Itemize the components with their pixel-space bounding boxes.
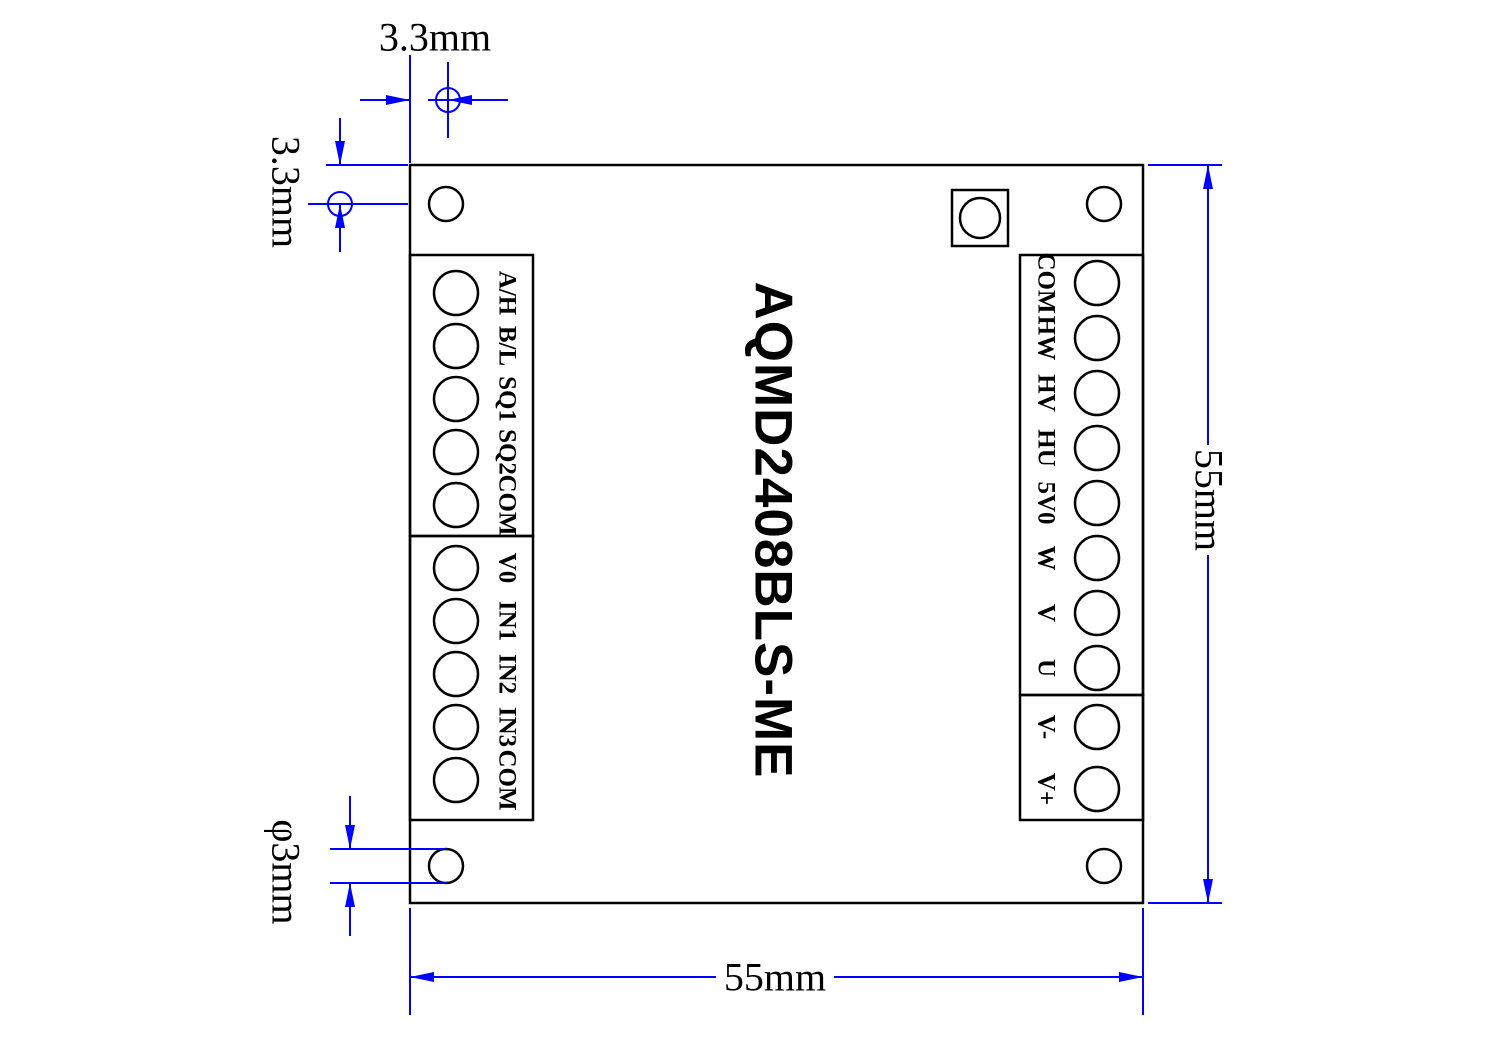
- terminal-hole: [1073, 644, 1121, 692]
- terminal-label: V0: [494, 553, 521, 584]
- terminal-label: 5V0: [1033, 481, 1060, 524]
- terminal-hole: [1073, 765, 1121, 813]
- mounting-hole-bottom-right: [1085, 847, 1123, 885]
- terminal-hole: [1073, 314, 1121, 362]
- arrowhead-up-icon: [335, 204, 345, 228]
- terminal-label: HU: [1033, 429, 1060, 467]
- terminal-label: HV: [1033, 374, 1060, 412]
- terminal-label: B/L: [494, 326, 521, 366]
- arrowhead-up-icon: [345, 883, 355, 907]
- dimension-layer: [308, 55, 1222, 1015]
- arrowhead-up-icon: [1203, 165, 1213, 189]
- terminal-hole: [1073, 703, 1121, 751]
- terminal-hole: [432, 322, 480, 370]
- terminal-hole: [432, 703, 480, 751]
- dimension-texts: 3.3mm 3.3mm φ3mm 55mm 55mm: [264, 15, 1232, 1000]
- terminal-label: HW: [1033, 316, 1060, 360]
- mounting-hole-top-left: [427, 185, 465, 223]
- arrowhead-down-icon: [335, 141, 345, 165]
- dim-board-width: 55mm: [724, 955, 826, 1000]
- terminal-block-left-lower: [408, 534, 535, 822]
- terminal-hole: [432, 428, 480, 476]
- terminal-block-right-lower: [1018, 693, 1145, 822]
- terminal-label: SQ2: [494, 429, 521, 475]
- terminal-hole: [1073, 424, 1121, 472]
- board-layer: [408, 163, 1145, 905]
- terminal-label: IN2: [494, 654, 521, 694]
- button-cap: [958, 196, 1002, 240]
- terminal-label: V+: [1033, 773, 1060, 805]
- terminal-label: COM: [494, 749, 521, 810]
- arrowhead-right-icon: [386, 95, 410, 105]
- terminal-label: V: [1033, 604, 1060, 622]
- terminal-hole: [1073, 589, 1121, 637]
- mounting-hole-top-right: [1085, 185, 1123, 223]
- terminal-hole: [1073, 259, 1121, 307]
- terminal-label: W: [1033, 546, 1060, 571]
- arrowhead-down-icon: [345, 825, 355, 849]
- terminal-hole: [1073, 534, 1121, 582]
- arrowhead-left-icon: [410, 972, 434, 982]
- dim-top-offset: 3.3mm: [379, 15, 491, 60]
- dim-left-offset: 3.3mm: [264, 136, 309, 248]
- button-outline: [950, 188, 1010, 248]
- terminal-hole: [432, 650, 480, 698]
- arrowhead-down-icon: [1203, 879, 1213, 903]
- terminal-hole: [432, 375, 480, 423]
- arrowhead-right-icon: [1119, 972, 1143, 982]
- board-title: AQMD2408BLS-ME: [744, 282, 803, 779]
- terminal-label: IN1: [494, 601, 521, 641]
- terminal-label: SQ1: [494, 376, 521, 422]
- terminal-hole: [432, 544, 480, 592]
- terminal-label: IN3: [494, 707, 521, 747]
- terminal-hole: [432, 597, 480, 645]
- dim-hole-diameter: φ3mm: [264, 819, 309, 924]
- terminal-labels: A/H B/L SQ1 SQ2 COM V0 IN1 IN2 IN3 COM C…: [494, 252, 1060, 810]
- mounting-hole-bottom-left: [427, 847, 465, 885]
- arrowhead-left-icon: [448, 95, 472, 105]
- terminal-label: U: [1033, 659, 1060, 677]
- terminal-label: V-: [1033, 715, 1060, 740]
- terminal-label: COM: [1033, 252, 1060, 313]
- dim-board-height: 55mm: [1187, 449, 1232, 551]
- terminal-hole: [432, 481, 480, 529]
- terminal-hole: [1073, 369, 1121, 417]
- terminal-hole: [432, 756, 480, 804]
- terminal-label: A/H: [494, 271, 521, 316]
- terminal-hole: [432, 269, 480, 317]
- terminal-hole: [1073, 479, 1121, 527]
- terminal-label: COM: [494, 474, 521, 535]
